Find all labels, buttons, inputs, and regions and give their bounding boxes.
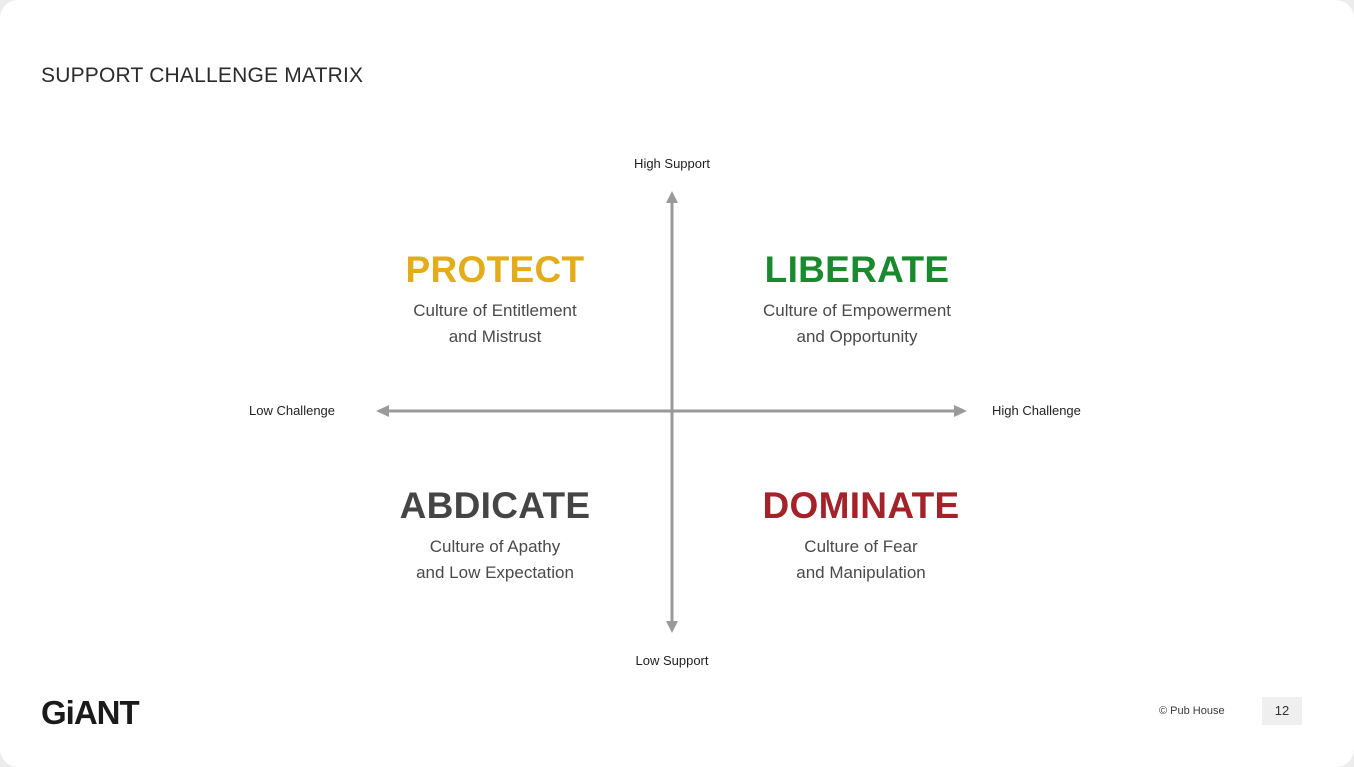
arrow-down-icon <box>666 621 678 633</box>
axis-label-high-support: High Support <box>634 156 710 171</box>
giant-logo: GiANT <box>41 694 140 731</box>
quadrant-title: ABDICATE <box>399 485 591 526</box>
axis-label-low-challenge: Low Challenge <box>249 403 336 418</box>
quadrant-description-line: Culture of Apathy <box>429 537 561 556</box>
quadrant-title: LIBERATE <box>764 249 950 290</box>
quadrant-description-line: and Opportunity <box>796 327 918 346</box>
copyright-text: © Pub House <box>1159 705 1225 717</box>
axis-label-low-support: Low Support <box>635 653 709 668</box>
quadrant-dominate: DOMINATE Culture of Fear and Manipulatio… <box>711 484 1011 586</box>
quadrant-protect: PROTECT Culture of Entitlement and Mistr… <box>345 248 645 350</box>
quadrant-description-line: Culture of Fear <box>804 537 918 556</box>
quadrant-description: Culture of Empowerment and Opportunity <box>707 298 1007 350</box>
page-number: 12 <box>1262 697 1302 725</box>
quadrant-description-line: Culture of Empowerment <box>762 301 952 320</box>
quadrant-description: Culture of Apathy and Low Expectation <box>345 534 645 586</box>
quadrant-description-line: Culture of Entitlement <box>413 301 577 320</box>
arrow-right-icon <box>954 405 967 417</box>
arrow-up-icon <box>666 191 678 203</box>
quadrant-description-line: and Mistrust <box>448 327 542 346</box>
quadrant-title: DOMINATE <box>762 485 960 526</box>
quadrant-liberate: LIBERATE Culture of Empowerment and Oppo… <box>707 248 1007 350</box>
axis-label-high-challenge: High Challenge <box>992 403 1081 418</box>
quadrant-abdicate: ABDICATE Culture of Apathy and Low Expec… <box>345 484 645 586</box>
arrow-left-icon <box>376 405 389 417</box>
slide-title: SUPPORT CHALLENGE MATRIX <box>41 64 364 87</box>
quadrant-title: PROTECT <box>405 249 585 290</box>
quadrant-description: Culture of Fear and Manipulation <box>711 534 1011 586</box>
quadrant-description-line: and Low Expectation <box>416 563 574 582</box>
quadrant-description: Culture of Entitlement and Mistrust <box>345 298 645 350</box>
quadrant-description-line: and Manipulation <box>796 563 926 582</box>
